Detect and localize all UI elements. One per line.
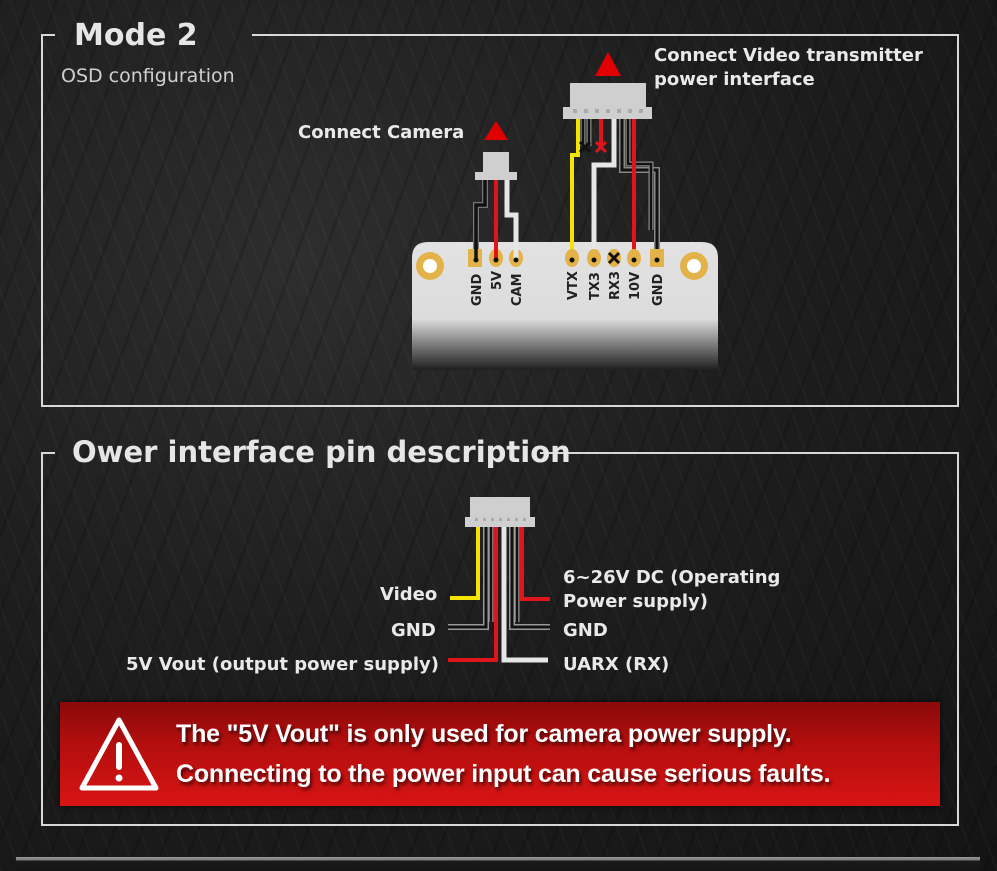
vtx-marker-triangle — [595, 52, 621, 76]
mode-section-frame — [41, 34, 959, 407]
mode-title: Mode 2 — [74, 18, 198, 53]
wire-5v-vout — [448, 527, 498, 662]
pin-connector-base — [465, 517, 535, 527]
cut-mark-red-icon — [594, 140, 608, 154]
warning-line-2: Connecting to the power input can cause … — [176, 760, 831, 788]
wire-power-in — [520, 527, 550, 601]
pin-section-title: Ower interface pin description — [72, 435, 571, 469]
vtx-wire-white — [591, 119, 617, 257]
mode-frame-top-right — [252, 34, 957, 36]
mode-subtitle: OSD configuration — [61, 65, 235, 87]
mount-hole-right — [680, 252, 708, 280]
camera-wire-cam — [504, 180, 519, 256]
pin-frame-top-left — [41, 452, 55, 454]
wire-gnd-left — [448, 527, 488, 629]
vtx-connector-top — [570, 83, 646, 107]
pin-label-5v-vout: 5V Vout (output power supply) — [126, 654, 439, 675]
camera-connector-top — [483, 152, 509, 172]
pin-frame-top-right — [540, 452, 957, 454]
camera-connector-base — [475, 172, 517, 180]
cut-mark-black-icon — [578, 140, 592, 154]
pin-label-rx3: RX3 — [608, 271, 623, 300]
pcb-board — [412, 242, 718, 370]
pin-label-10v: 10V — [628, 272, 643, 300]
wire-gnd-right — [510, 527, 550, 629]
warning-banner: The "5V Vout" is only used for camera po… — [60, 702, 940, 806]
warning-line-1: The "5V Vout" is only used for camera po… — [176, 720, 792, 748]
pin-label-power-line2: Power supply) — [563, 591, 708, 612]
connect-vtx-label-2: power interface — [654, 69, 815, 90]
camera-marker-triangle — [484, 121, 508, 140]
pin-label-5v: 5V — [490, 271, 505, 290]
mount-hole-left — [416, 252, 444, 280]
pin-label-cam: CAM — [510, 273, 525, 306]
mode-frame-top-left — [41, 34, 55, 36]
pin-label-uarx: UARX (RX) — [563, 654, 670, 675]
next-section-frame-edge — [16, 857, 980, 871]
pin-label-gnd-right: GND — [563, 620, 608, 641]
pin-section-frame — [41, 452, 959, 826]
vtx-wire-yellow — [570, 119, 580, 257]
warning-triangle-icon — [79, 717, 159, 791]
pin-label-vtx: VTX — [566, 271, 581, 300]
wire-uarx — [501, 527, 548, 663]
pin-label-gnd-left: GND — [470, 273, 485, 306]
wire-video — [450, 527, 480, 600]
connect-camera-label: Connect Camera — [298, 122, 465, 143]
pin-label-power-line1: 6~26V DC (Operating — [563, 567, 781, 588]
pin-label-tx3: TX3 — [588, 272, 603, 300]
pin-label-gnd-right: GND — [651, 273, 666, 306]
pin-connector-top — [470, 497, 530, 517]
pin-label-gnd-left: GND — [391, 620, 436, 641]
pin-label-video: Video — [380, 584, 438, 605]
connect-vtx-label-1: Connect Video transmitter — [654, 45, 923, 66]
rx3-not-connected-icon — [607, 251, 621, 265]
